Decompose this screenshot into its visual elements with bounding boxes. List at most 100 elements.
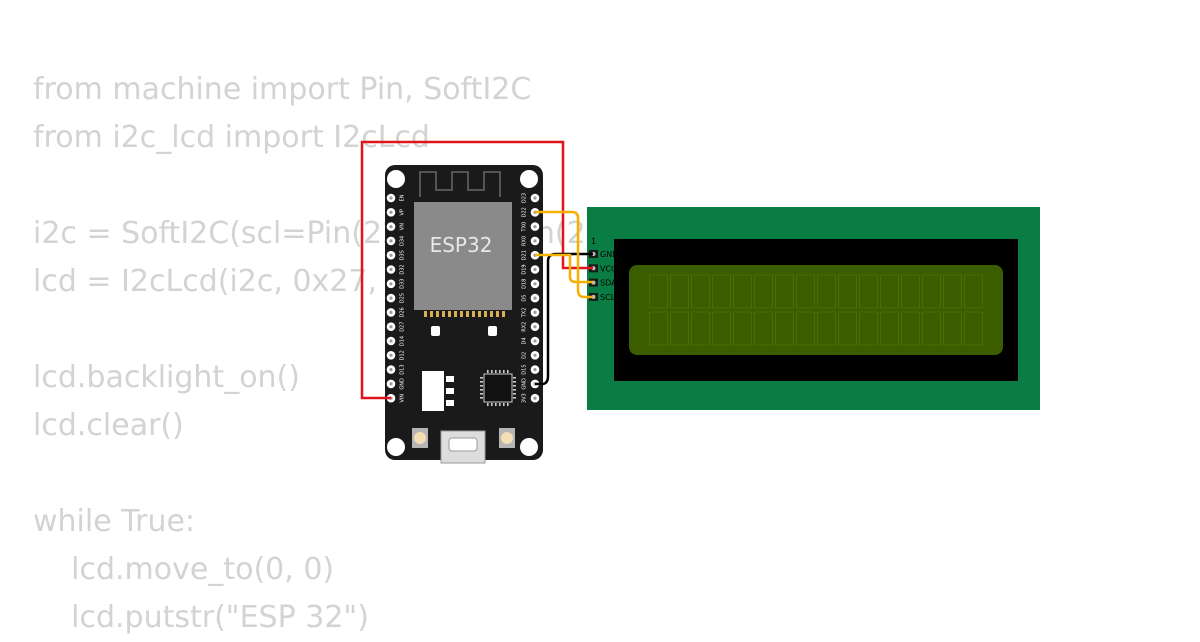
esp32-pin-label: D2 — [522, 352, 528, 359]
wire-vin-vcc[interactable] — [360, 140, 593, 400]
pin-hole — [389, 282, 393, 286]
esp32-pin-label: VIN — [400, 394, 406, 403]
module-pad — [436, 311, 439, 317]
pin-hole — [389, 196, 393, 200]
code-line: lcd.backlight_on() — [33, 360, 300, 395]
chip-pin — [499, 370, 501, 373]
lcd-pin-label: SDA — [600, 279, 617, 288]
pin-hole — [389, 225, 393, 229]
wires — [360, 140, 593, 400]
lcd-pin-label: SCL — [600, 293, 616, 302]
esp32-pin-label: D33 — [400, 279, 406, 289]
esp32-pin-label: D26 — [400, 307, 406, 317]
lcd-cell — [901, 274, 920, 309]
button-cap — [414, 432, 426, 444]
esp32-pin-label: GND — [400, 378, 406, 390]
lcd-character-grid — [649, 274, 983, 346]
lcd-pin-label: GND — [600, 250, 618, 259]
module-pad — [490, 311, 493, 317]
boot-button[interactable] — [499, 428, 515, 448]
module-pad — [472, 311, 475, 317]
lcd-cell — [943, 311, 962, 346]
pin-hole — [389, 267, 393, 272]
lcd-cell — [649, 311, 668, 346]
regulator-lead — [446, 376, 454, 382]
esp32-pin-label: RX2 — [522, 322, 528, 332]
esp32-pin-label: D34 — [400, 236, 406, 246]
esp32-pin-label: D14 — [400, 336, 406, 346]
module-pad — [448, 311, 451, 317]
code-line: lcd.clear() — [33, 408, 184, 443]
chip-pin — [480, 397, 483, 399]
lcd-cell — [817, 311, 836, 346]
esp32-board[interactable]: ESP32 ENVPVND34D35D32D33D25D26D27D14D12D… — [385, 165, 543, 464]
pin-hole — [533, 225, 537, 229]
usb-bridge-chip — [483, 373, 513, 403]
pin-hole — [533, 325, 537, 329]
chip-pin — [503, 370, 505, 373]
esp32-pin-label: D18 — [522, 279, 528, 289]
module-pad — [460, 311, 463, 317]
esp32-pin-label: D15 — [522, 364, 528, 374]
lcd-cell — [901, 311, 920, 346]
wire-d21-sda[interactable] — [535, 253, 593, 284]
chip-pin — [507, 370, 509, 373]
lcd-cell — [775, 274, 794, 309]
esp32-pin-label: VP — [400, 209, 406, 215]
chip-pin — [495, 370, 497, 373]
lcd-pin-label: VCC — [600, 264, 617, 273]
code-line: lcd.move_to(0, 0) — [33, 552, 335, 587]
pin-hole — [533, 282, 537, 286]
pin-hole — [389, 239, 393, 243]
pin-hole — [389, 253, 393, 257]
lcd-cell — [712, 274, 731, 309]
wire-gnd-gnd[interactable] — [535, 252, 593, 386]
button-cap — [501, 432, 513, 444]
pin-hole — [533, 353, 537, 357]
voltage-regulator — [422, 371, 444, 411]
lcd-cell — [754, 274, 773, 309]
esp32-pin-label: D5 — [522, 295, 528, 302]
lcd-cell — [964, 274, 983, 309]
pin-hole — [389, 325, 393, 329]
esp32-pin-label: VN — [400, 223, 406, 230]
chip-pin — [513, 389, 516, 391]
chip-pin — [480, 393, 483, 395]
pin-hole — [533, 339, 537, 343]
chip-pin — [499, 403, 501, 406]
lcd-cell — [796, 274, 815, 309]
module-pad — [424, 311, 427, 317]
esp32-pin-label: D21 — [522, 250, 528, 260]
chip-pin — [513, 397, 516, 399]
lcd-cell — [859, 311, 878, 346]
lcd-cell — [691, 274, 710, 309]
lcd-cell — [838, 311, 857, 346]
lcd-cell — [649, 274, 668, 309]
pin-hole — [389, 382, 393, 386]
code-line: from machine import Pin, SoftI2C — [33, 72, 532, 107]
usb-port[interactable] — [440, 430, 486, 464]
en-button[interactable] — [412, 428, 428, 448]
code-line: lcd.putstr("ESP 32") — [33, 600, 369, 635]
pin-hole — [389, 310, 393, 314]
usb-bridge-pins — [480, 370, 516, 406]
esp32-pin-label: D22 — [522, 207, 528, 217]
pin-hole — [533, 196, 537, 200]
chip-pin — [487, 370, 489, 373]
pin-hole — [533, 396, 537, 400]
lcd-cell — [838, 274, 857, 309]
pin-hole — [533, 310, 537, 314]
wire-d22-scl[interactable] — [535, 210, 593, 299]
antenna-trace — [419, 171, 501, 197]
lcd-cell — [817, 274, 836, 309]
lcd-cell — [670, 274, 689, 309]
pin-hole — [389, 368, 393, 372]
esp32-pin-label: D23 — [522, 193, 528, 203]
pin-hole — [389, 210, 393, 214]
module-pad — [484, 311, 487, 317]
esp32-pin-label: D4 — [522, 337, 528, 344]
code-line: from i2c_lcd import I2cLcd — [33, 120, 430, 155]
module-pads — [424, 311, 505, 317]
chip-pin — [491, 403, 493, 406]
